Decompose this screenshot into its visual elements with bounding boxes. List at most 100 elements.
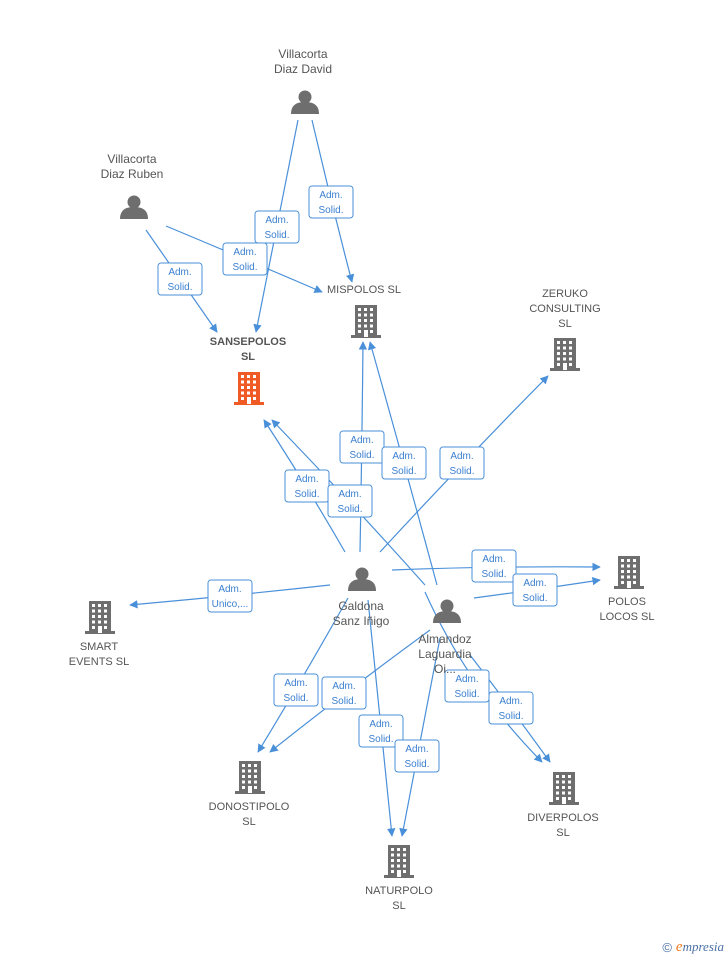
node-label: DONOSTIPOLO — [209, 801, 290, 813]
edge-label-e15[interactable]: Adm. Solid. — [512, 573, 558, 607]
edge-label-text: Solid. — [498, 711, 523, 722]
edge-label-text: Adm. — [332, 681, 355, 692]
edge-label-e14[interactable]: Adm. Solid. — [381, 446, 427, 480]
edge-label-e5[interactable]: Adm. Solid. — [284, 469, 330, 503]
node-label: SL — [556, 827, 569, 839]
edge-label-text: Solid. — [331, 696, 356, 707]
edge-label-e3[interactable]: Adm.Solid. — [157, 262, 203, 296]
node-label: SMART — [80, 641, 119, 653]
node-label: DIVERPOLOS — [527, 812, 599, 824]
edge-label-e7[interactable]: Adm.Solid. — [439, 446, 485, 480]
node-label: LOCOS SL — [599, 611, 654, 623]
edge-label-text: Adm. — [218, 584, 241, 595]
edge-label-box — [512, 573, 558, 607]
node-label: ZERUKO — [542, 288, 588, 300]
node-label: Diaz Ruben — [101, 167, 164, 181]
node-label: Villacorta — [278, 47, 327, 61]
person-icon — [120, 195, 148, 219]
edge-label-box — [488, 691, 534, 725]
edge-label-text: Solid. — [454, 689, 479, 700]
company-smart-events[interactable]: SMART EVENTS SL — [69, 601, 130, 668]
edge-label-box — [273, 673, 319, 707]
edge-label-text: Adm. — [319, 190, 342, 201]
edge-label-text: Adm. — [482, 554, 505, 565]
person-almandoz-laguardia[interactable]: AlmandozLaguardiaOi... — [418, 599, 472, 677]
edge-label-text: Solid. — [522, 593, 547, 604]
node-label: MISPOLOS SL — [327, 284, 401, 296]
edge-label-e12[interactable]: Adm. Solid. — [444, 669, 490, 703]
building-icon — [384, 845, 414, 878]
edge-label-box — [157, 262, 203, 296]
edge-label-e13[interactable]: Adm. Solid. — [327, 484, 373, 518]
edge-label-text: Solid. — [294, 489, 319, 500]
person-icon — [291, 90, 319, 114]
node-label: CONSULTING — [529, 303, 600, 315]
edge-label-text: Solid. — [404, 759, 429, 770]
edge-label-text: Adm. — [523, 578, 546, 589]
node-label: Oi... — [434, 662, 456, 676]
building-icon — [614, 556, 644, 589]
edge-label-text: Solid. — [318, 205, 343, 216]
edge-label-box — [327, 484, 373, 518]
edge-label-text: Solid. — [283, 693, 308, 704]
node-label: EVENTS SL — [69, 656, 130, 668]
edge-label-e16[interactable]: Adm. Solid. — [321, 676, 367, 710]
brand-watermark: © empresia — [662, 939, 724, 956]
edge-label-e10[interactable]: Adm. Solid. — [273, 673, 319, 707]
edge-label-text: Adm. — [295, 474, 318, 485]
edge-label-box — [254, 210, 300, 244]
node-label: Sanz Iñigo — [333, 614, 390, 628]
edge-label-text: Adm. — [455, 674, 478, 685]
edge-label-e4[interactable]: Adm.Solid. — [222, 242, 268, 276]
person-icon — [348, 567, 376, 591]
edge-label-e2[interactable]: Adm. Solid. — [308, 185, 354, 219]
edge-label-box — [444, 669, 490, 703]
edge-label-text: Adm. — [392, 451, 415, 462]
edge-label-e11[interactable]: Adm. Solid. — [358, 714, 404, 748]
node-label: Diaz David — [274, 62, 332, 76]
building-icon — [85, 601, 115, 634]
edge-label-e17[interactable]: Adm. Solid. — [394, 739, 440, 773]
node-label: NATURPOLO — [365, 885, 433, 897]
edge-label-text: Adm. — [338, 489, 361, 500]
edge-label-text: Adm. — [350, 435, 373, 446]
node-label: POLOS — [608, 596, 646, 608]
edge-label-text: Solid. — [391, 466, 416, 477]
edge-label-text: Solid. — [368, 734, 393, 745]
edge-label-box — [471, 549, 517, 583]
edge-label-e1[interactable]: Adm.Solid. — [254, 210, 300, 244]
edge-label-text: Solid. — [337, 504, 362, 515]
edge-label-e8[interactable]: Adm.Unico,... — [207, 579, 253, 613]
edge-label-text: Adm. — [405, 744, 428, 755]
company-polos-locos[interactable]: POLOS LOCOS SL — [599, 556, 655, 623]
edge-label-text: Adm. — [369, 719, 392, 730]
edge-label-e18[interactable]: Adm. Solid. — [488, 691, 534, 725]
edge-label-e6[interactable]: Adm.Solid. — [339, 430, 385, 464]
edge-label-box — [207, 579, 253, 613]
edge-label-text: Adm. — [168, 267, 191, 278]
edge-label-box — [358, 714, 404, 748]
company-mispolos[interactable]: MISPOLOS SL — [327, 284, 401, 338]
edge-label-text: Adm. — [284, 678, 307, 689]
node-label: Laguardia — [418, 647, 472, 661]
building-icon — [351, 305, 381, 338]
edge-label-text: Adm. — [499, 696, 522, 707]
copyright-symbol: © — [662, 940, 672, 955]
edge-labels-layer: Adm. Solid. Adm. Solid. Adm. Solid. Adm. Solid.… — [157, 185, 558, 773]
node-label: Villacorta — [107, 152, 156, 166]
edge-label-box — [308, 185, 354, 219]
edge-label-text: Adm. — [265, 215, 288, 226]
building-icon — [550, 338, 580, 371]
node-label: Galdona — [338, 599, 384, 613]
company-diverpolos[interactable]: DIVERPOLOS SL — [527, 772, 599, 839]
edge-label-text: Adm. — [233, 247, 256, 258]
edge-label-e9[interactable]: Adm.Solid. — [471, 549, 517, 583]
